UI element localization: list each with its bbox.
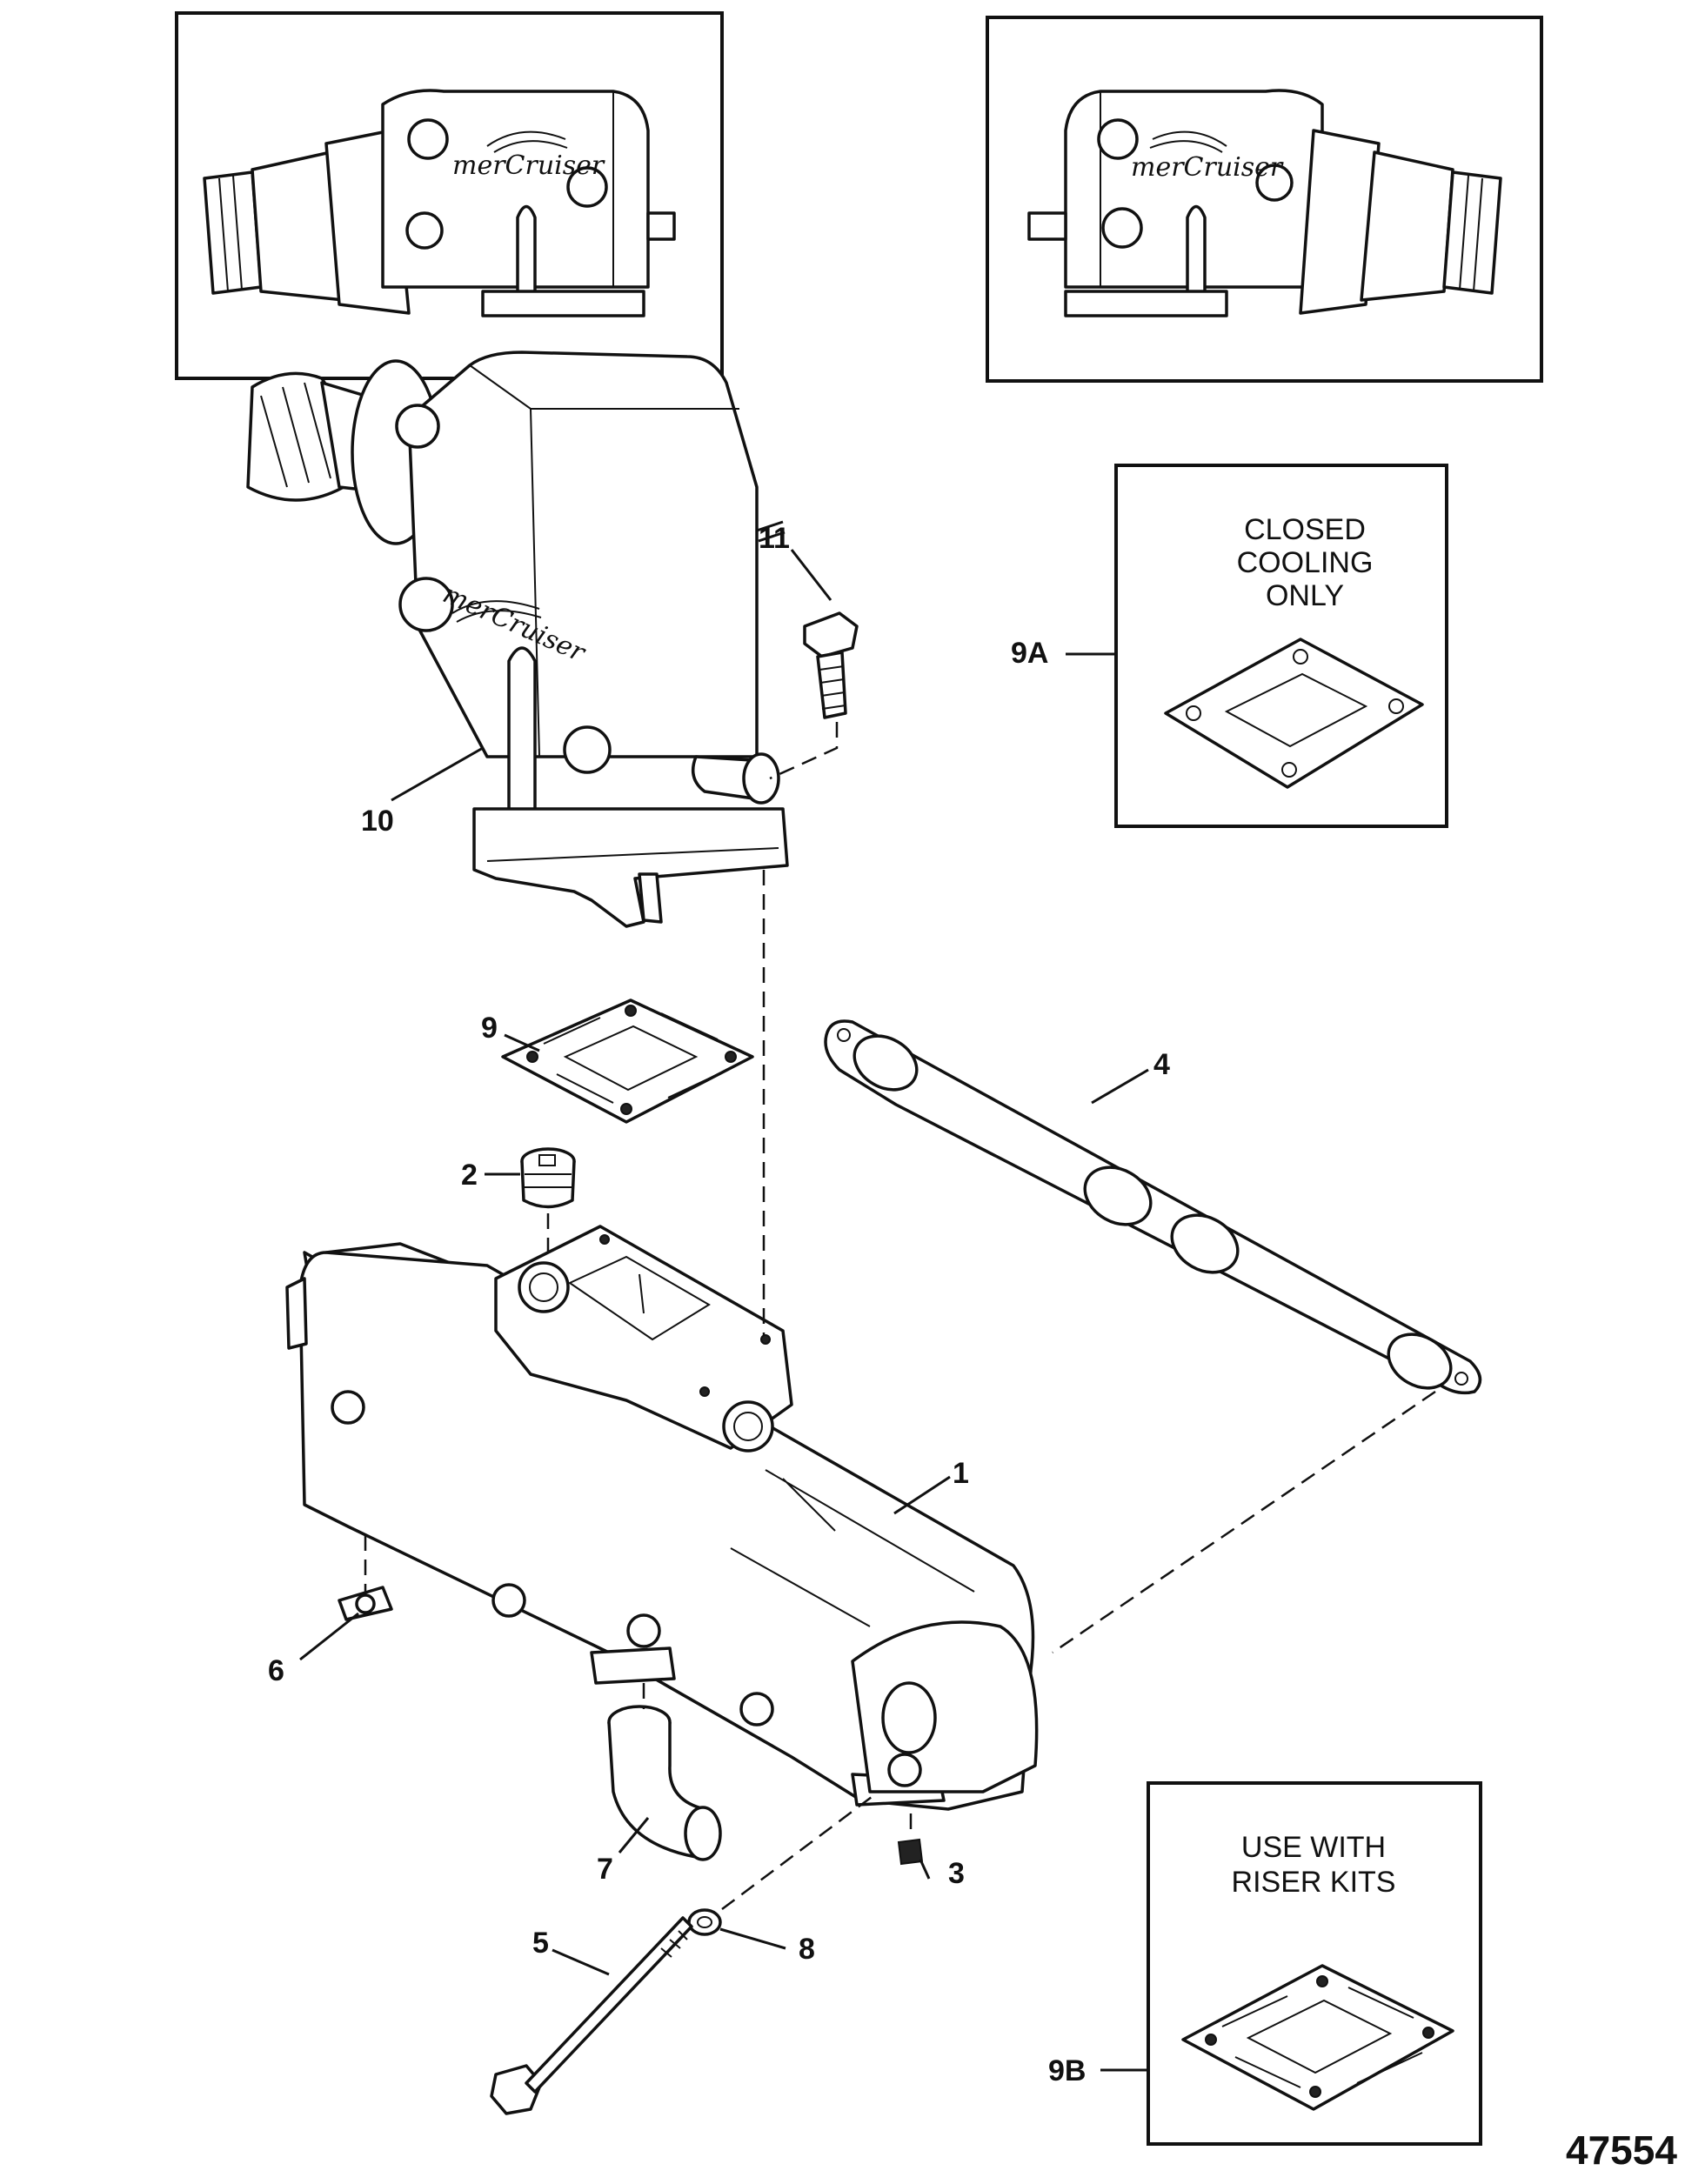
part-9-gasket (501, 998, 754, 1124)
figure-number: 47554 (1566, 2127, 1677, 2173)
elbow-right-illustration: merCruiser (1027, 89, 1502, 317)
leader-lines (299, 549, 1149, 2072)
callout-1: 1 (953, 1457, 969, 1490)
elbow-left-illustration: merCruiser (203, 89, 676, 317)
svg-text:ONLY: ONLY (1266, 579, 1344, 612)
part-1-exhaust-manifold (285, 1225, 1039, 1811)
svg-text:RISER KITS: RISER KITS (1232, 1866, 1396, 1899)
part-7-elbow-fitting (607, 1705, 722, 1861)
gasket-9a-illustration (1164, 638, 1424, 789)
part-10-exhaust-elbow: merCruiser (246, 351, 789, 928)
svg-text:COOLING: COOLING (1237, 546, 1374, 579)
callout-2: 2 (461, 1159, 478, 1192)
callout-7: 7 (597, 1853, 613, 1886)
callout-10: 10 (361, 805, 394, 838)
callout-6: 6 (268, 1654, 284, 1687)
gasket-9b-illustration (1181, 1964, 1454, 2111)
part-2-plug (520, 1147, 576, 1209)
callout-5: 5 (532, 1927, 549, 1960)
part-5-long-bolt (490, 1916, 693, 2115)
inset-elbow-left: merCruiser (175, 11, 724, 380)
inset-elbow-right: merCruiser (986, 16, 1543, 383)
mercruiser-logo: merCruiser (1131, 130, 1284, 183)
part-6-drain-cock (338, 1586, 393, 1621)
part-4-manifold-gasket (824, 1019, 1482, 1395)
svg-text:USE WITH: USE WITH (1241, 1831, 1386, 1864)
callout-3: 3 (948, 1857, 965, 1890)
part-11-bolt (803, 611, 859, 719)
callout-9b: 9B (1048, 2054, 1086, 2087)
part-8-washer (687, 1908, 722, 1936)
callout-4: 4 (1153, 1048, 1170, 1081)
inset-gasket-9a: CLOSED COOLING ONLY (1114, 464, 1448, 828)
callout-9: 9 (481, 1012, 498, 1045)
svg-text:merCruiser: merCruiser (1131, 152, 1284, 183)
callout-11: 11 (759, 522, 790, 555)
svg-text:CLOSED: CLOSED (1244, 513, 1366, 546)
callout-labels: 1 2 3 4 5 6 7 8 9 9A 9B 10 11 (268, 522, 1170, 2087)
mercruiser-logo: merCruiser (452, 130, 605, 181)
svg-text:merCruiser: merCruiser (452, 150, 605, 181)
callout-9a: 9A (1011, 637, 1048, 670)
inset-gasket-9b: USE WITH RISER KITS (1147, 1781, 1482, 2146)
part-3-plug (897, 1838, 924, 1866)
assembly-lines (364, 722, 1436, 1910)
callout-8: 8 (799, 1933, 815, 1966)
